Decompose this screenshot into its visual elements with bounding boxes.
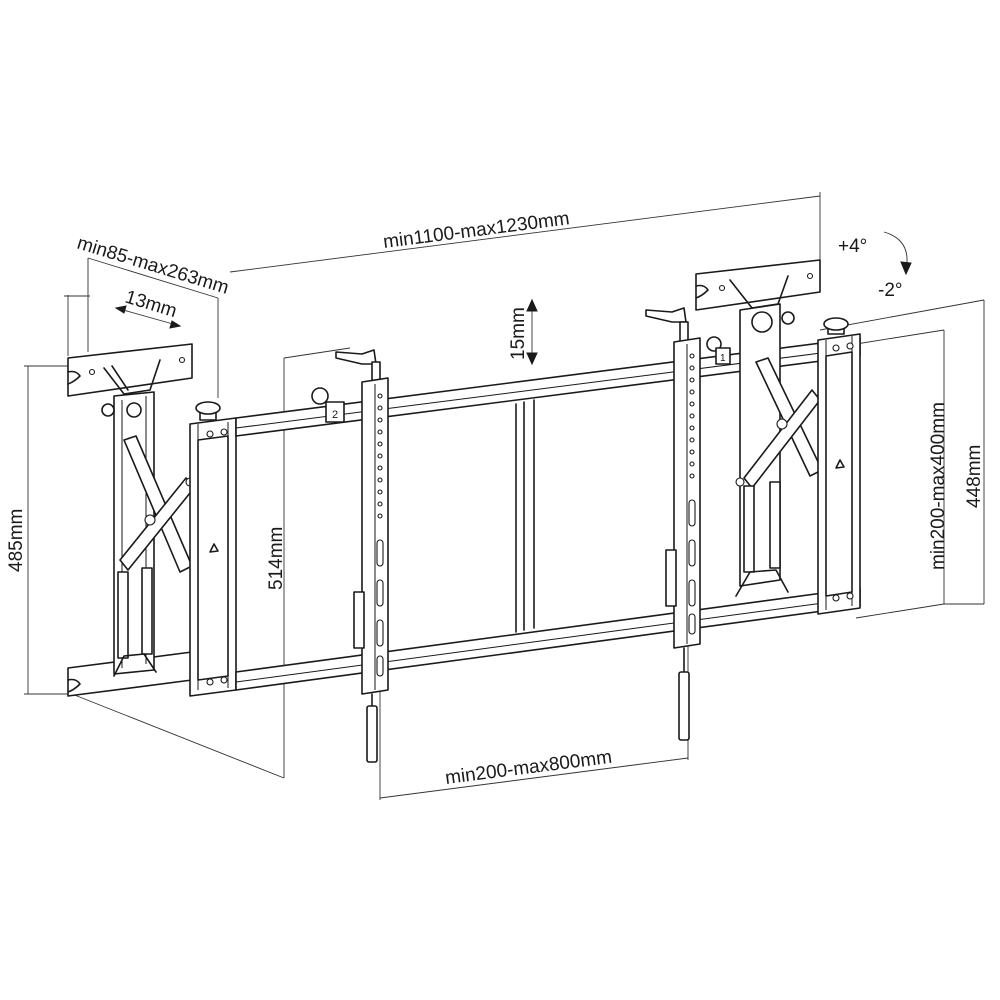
right-wall-bracket: [695, 259, 823, 597]
tilt-down-label: -2°: [878, 280, 903, 301]
tilt-up-label: +4°: [838, 236, 867, 257]
horizontal-rails: [235, 337, 861, 691]
left-wall-bracket: [67, 343, 195, 697]
vertical-adjust-label: 15mm: [508, 307, 529, 360]
offset-label: 13mm: [123, 287, 180, 323]
left-vertical-arm: 2: [311, 349, 389, 763]
vesa-vertical-label: min200-max400mm: [928, 402, 949, 570]
vesa-horizontal-label: min200-max800mm: [444, 747, 613, 789]
left-frame-column: [189, 401, 237, 697]
overall-height-label: 448mm: [964, 445, 985, 508]
dimension-lines: [24, 192, 985, 800]
right-vertical-arm: 1: [645, 307, 731, 741]
depth-label: min85-max263mm: [75, 233, 232, 299]
left-arm-marker: 2: [332, 409, 338, 421]
frame-height-label: 514mm: [266, 527, 287, 590]
overall-width-label: min1100-max1230mm: [382, 208, 571, 253]
right-frame-column: [817, 317, 861, 615]
right-arm-marker: 1: [720, 353, 726, 364]
bracket-height-label: 485mm: [6, 509, 27, 572]
